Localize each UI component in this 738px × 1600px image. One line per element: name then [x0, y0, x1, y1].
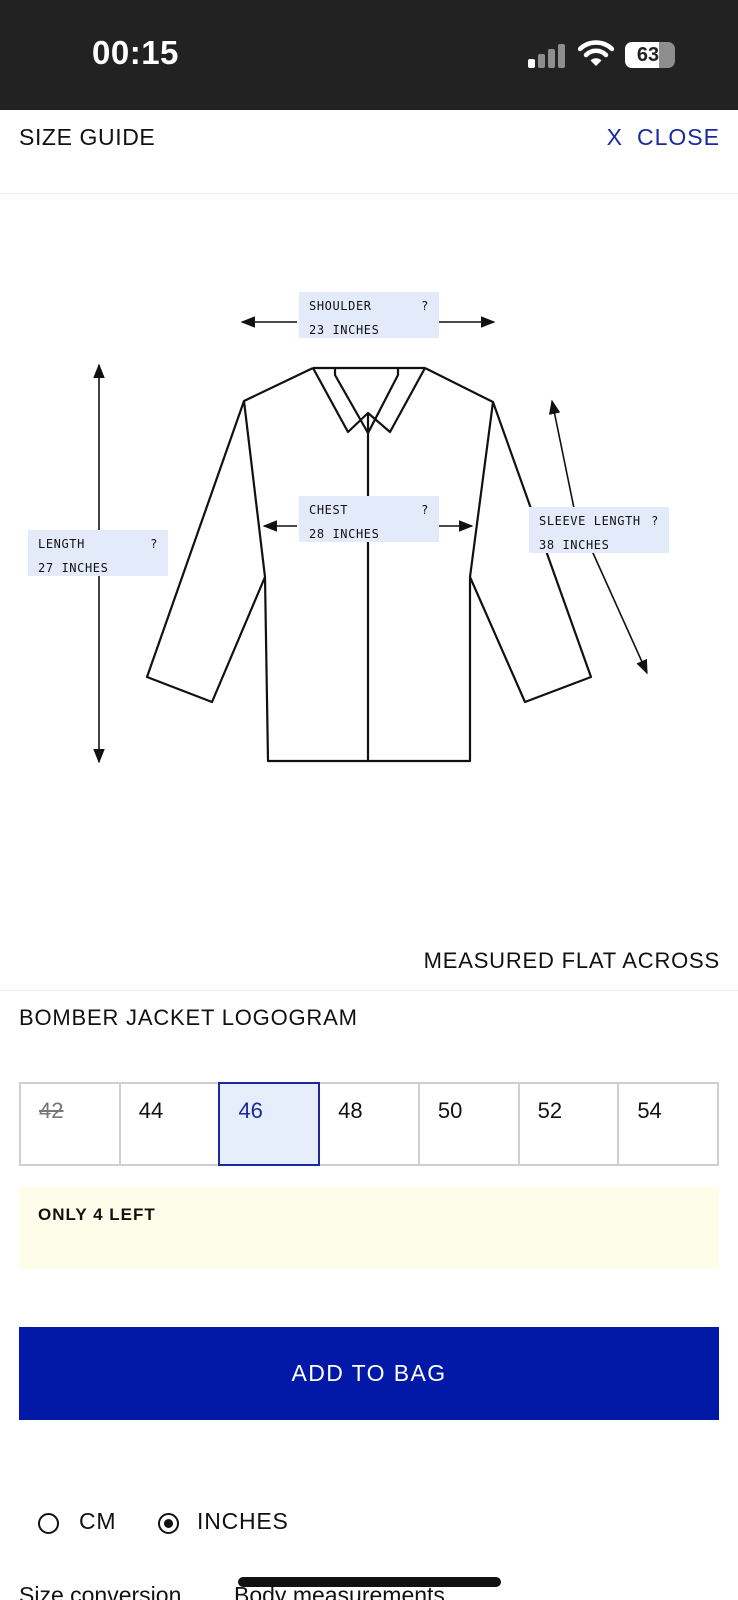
- size-option-48[interactable]: 48: [318, 1082, 420, 1166]
- shoulder-measurement[interactable]: SHOULDER ? 23 INCHES: [299, 292, 439, 338]
- page-title: SIZE GUIDE: [19, 124, 156, 150]
- close-button[interactable]: X CLOSE: [607, 124, 720, 151]
- inches-radio[interactable]: [158, 1513, 179, 1534]
- measurement-note: MEASURED FLAT ACROSS: [423, 948, 720, 973]
- size-guide-header: SIZE GUIDE X CLOSE: [0, 110, 738, 194]
- cm-label[interactable]: CM: [79, 1508, 117, 1534]
- close-icon: X: [606, 124, 624, 150]
- tab-size-conversion[interactable]: Size conversion: [19, 1582, 182, 1600]
- length-value: 27 INCHES: [38, 561, 109, 575]
- home-indicator[interactable]: [238, 1577, 501, 1587]
- size-option-52[interactable]: 52: [517, 1082, 620, 1166]
- shoulder-label: SHOULDER: [309, 299, 372, 313]
- size-option-42[interactable]: 42: [19, 1082, 121, 1166]
- cellular-signal-icon: [528, 44, 568, 68]
- size-option-54[interactable]: 54: [617, 1082, 720, 1166]
- chest-measurement[interactable]: CHEST ? 28 INCHES: [299, 496, 439, 542]
- size-option-44[interactable]: 44: [118, 1082, 221, 1166]
- status-bar: 00:15 63: [0, 0, 738, 110]
- battery-level: 63: [636, 44, 660, 66]
- chest-value: 28 INCHES: [309, 527, 380, 541]
- sleeve-length-value: 38 INCHES: [539, 538, 610, 552]
- add-to-bag-button[interactable]: ADD TO BAG: [19, 1327, 719, 1420]
- size-label: 50: [437, 1098, 463, 1123]
- battery-icon: 63: [625, 42, 675, 68]
- status-time: 00:15: [92, 34, 179, 71]
- radio-selected-dot: [164, 1519, 173, 1528]
- chest-help-icon[interactable]: ?: [421, 503, 429, 517]
- size-label: 52: [537, 1098, 563, 1123]
- measurement-diagram: SHOULDER ? 23 INCHES CHEST ? 28 INCHES L…: [0, 195, 738, 855]
- size-option-46[interactable]: 46: [218, 1082, 321, 1166]
- size-selector: 42 44 46 48 50 52 54: [19, 1082, 720, 1166]
- stock-text: ONLY 4 LEFT: [38, 1205, 156, 1224]
- length-measurement[interactable]: LENGTH ? 27 INCHES: [28, 530, 168, 576]
- size-label: 46: [238, 1098, 263, 1123]
- close-label: CLOSE: [637, 124, 720, 150]
- size-label: 54: [637, 1098, 662, 1123]
- wifi-icon: [577, 38, 615, 68]
- sleeve-length-help-icon[interactable]: ?: [651, 514, 659, 528]
- size-label: 48: [338, 1098, 363, 1123]
- size-label: 44: [138, 1098, 164, 1123]
- product-name: BOMBER JACKET LOGOGRAM: [19, 1005, 358, 1030]
- shoulder-help-icon[interactable]: ?: [421, 299, 429, 313]
- sleeve-length-label: SLEEVE LENGTH: [539, 514, 641, 528]
- cm-radio[interactable]: [38, 1513, 59, 1534]
- chest-label: CHEST: [309, 503, 349, 517]
- size-option-50[interactable]: 50: [417, 1082, 520, 1166]
- length-label: LENGTH: [38, 537, 85, 551]
- divider: [0, 990, 738, 991]
- size-label: 42: [39, 1098, 64, 1123]
- sleeve-length-measurement[interactable]: SLEEVE LENGTH ? 38 INCHES: [529, 507, 669, 553]
- length-help-icon[interactable]: ?: [150, 537, 158, 551]
- stock-notice: ONLY 4 LEFT: [19, 1187, 719, 1269]
- shoulder-value: 23 INCHES: [309, 323, 380, 337]
- inches-label[interactable]: INCHES: [197, 1508, 289, 1534]
